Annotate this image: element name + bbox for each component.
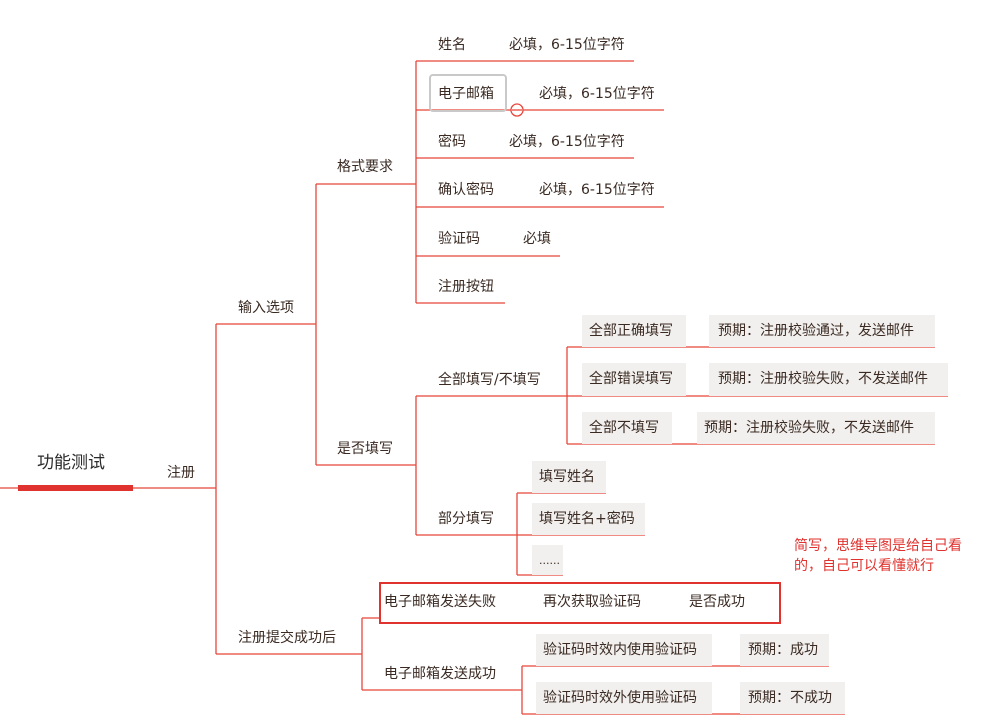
node-partial-case[interactable]: 填写姓名 xyxy=(539,469,595,485)
node-field-rule[interactable]: 必填，6-15位字符 xyxy=(509,134,625,150)
node-case[interactable]: 全部错误填写 xyxy=(589,371,673,387)
node-field-password[interactable]: 密码 xyxy=(438,134,466,150)
node-field-captcha[interactable]: 验证码 xyxy=(438,231,480,247)
annotation-note: 简写，思维导图是给自己看的，自己可以看懂就行 xyxy=(794,538,962,574)
node-field-rule[interactable]: 必填，6-15位字符 xyxy=(539,182,655,198)
node-retry-captcha[interactable]: 再次获取验证码 xyxy=(543,594,641,610)
node-after-submit[interactable]: 注册提交成功后 xyxy=(238,630,336,646)
node-bg xyxy=(532,503,645,535)
node-email-success[interactable]: 电子邮箱发送成功 xyxy=(384,666,496,682)
node-field-confirm[interactable]: 确认密码 xyxy=(438,182,494,198)
node-partial-case[interactable]: 填写姓名+密码 xyxy=(539,511,635,527)
node-bg xyxy=(740,682,845,714)
node-email-fail[interactable]: 电子邮箱发送失败 xyxy=(384,594,496,610)
node-format-req[interactable]: 格式要求 xyxy=(337,159,393,175)
node-expect[interactable]: 预期：注册校验失败，不发送邮件 xyxy=(718,371,928,387)
node-field-email[interactable]: 电子邮箱 xyxy=(438,86,494,102)
node-bg xyxy=(709,363,948,396)
node-bg xyxy=(536,634,712,666)
node-expect[interactable]: 预期：不成功 xyxy=(748,690,832,706)
node-register[interactable]: 注册 xyxy=(167,465,195,481)
node-bg xyxy=(582,363,686,396)
node-input-options[interactable]: 输入选项 xyxy=(238,300,294,316)
root-node[interactable]: 功能测试 xyxy=(37,453,105,473)
node-bg xyxy=(532,461,606,493)
node-case[interactable]: 验证码时效内使用验证码 xyxy=(543,642,697,658)
root-underline xyxy=(18,485,133,491)
node-case[interactable]: 全部不填写 xyxy=(589,420,659,436)
node-expect[interactable]: 预期：成功 xyxy=(748,642,818,658)
node-is-success[interactable]: 是否成功 xyxy=(689,594,745,610)
node-field-name[interactable]: 姓名 xyxy=(438,37,466,53)
node-fill-or-not[interactable]: 是否填写 xyxy=(337,441,393,457)
node-bg xyxy=(709,315,935,347)
node-field-rule[interactable]: 必填，6-15位字符 xyxy=(509,37,625,53)
node-bg xyxy=(536,682,712,714)
node-expect[interactable]: 预期：注册校验通过，发送邮件 xyxy=(718,323,914,339)
node-field-rule[interactable]: 必填，6-15位字符 xyxy=(539,86,655,102)
node-case[interactable]: 全部正确填写 xyxy=(589,323,673,339)
node-bg xyxy=(582,315,686,347)
node-all-fill[interactable]: 全部填写/不填写 xyxy=(438,372,541,388)
node-field-button[interactable]: 注册按钮 xyxy=(438,279,494,295)
node-partial-fill[interactable]: 部分填写 xyxy=(438,511,494,527)
node-bg xyxy=(697,412,935,444)
node-case[interactable]: 验证码时效外使用验证码 xyxy=(543,690,697,706)
node-bg xyxy=(582,412,672,444)
selected-node-outline xyxy=(429,74,507,112)
node-bg xyxy=(532,545,563,575)
highlight-box xyxy=(379,582,781,624)
node-field-rule[interactable]: 必填 xyxy=(523,231,551,247)
node-bg xyxy=(740,634,829,666)
node-expect[interactable]: 预期：注册校验失败，不发送邮件 xyxy=(704,420,914,436)
node-partial-case[interactable]: ...... xyxy=(539,554,560,567)
